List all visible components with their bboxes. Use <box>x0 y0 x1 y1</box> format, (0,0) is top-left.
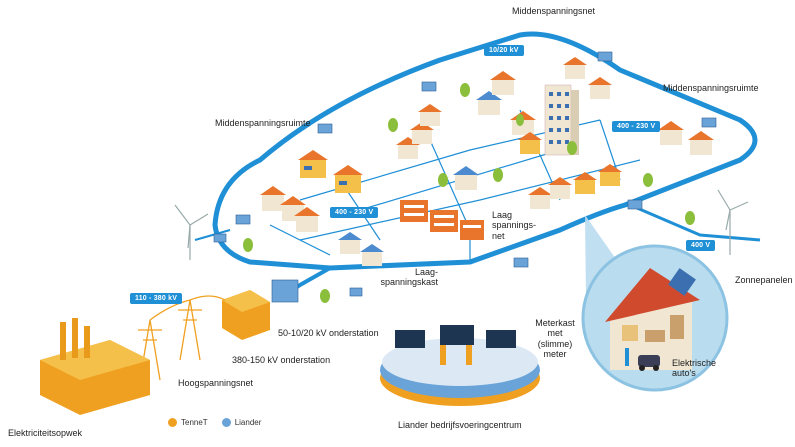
label-laagspanningsnet: Laag spannings- net <box>492 210 537 241</box>
badge-400-230v-right: 400 - 230 V <box>612 121 661 132</box>
legend-swatch-liander <box>221 418 231 427</box>
badge-400-230v-left: 400 - 230 V <box>330 207 379 218</box>
label-middenspanningsnet: Middenspanningsnet <box>512 6 596 16</box>
middenspanningsnet-ring <box>212 31 758 271</box>
control-centre <box>380 325 540 406</box>
label-middenspanningsruimte-right: Middenspanningsruimte <box>663 83 759 93</box>
house-detail-bubble <box>581 215 729 392</box>
legend-label-liander: Liander <box>234 418 262 427</box>
label-elektrische-autos: Elektrische auto's <box>672 358 717 379</box>
label-laagspanningskast: Laag- spanningskast <box>380 267 438 288</box>
label-middenspanningsruimte-left: Middenspanningsruimte <box>215 118 311 128</box>
legend: TenneT Liander <box>168 418 261 427</box>
power-plant <box>40 318 150 415</box>
label-elektriciteitsopwek: Elektriciteitsopwek <box>8 428 83 438</box>
badge-10-20kv: 10/20 kV <box>484 45 524 56</box>
wind-cable <box>194 229 231 241</box>
houses <box>260 57 714 266</box>
legend-item-liander: Liander <box>221 418 262 427</box>
label-bedrijfsvoeringcentrum: Liander bedrijfsvoeringcentrum <box>398 420 522 430</box>
legend-label-tennet: TenneT <box>181 418 208 427</box>
pylons <box>138 295 226 381</box>
legend-item-tennet: TenneT <box>168 418 208 427</box>
hv-substation <box>222 279 299 340</box>
label-onderstation-large: 380-150 kV onderstation <box>232 355 331 365</box>
badge-400v: 400 V <box>686 240 716 251</box>
edge-cable <box>629 203 761 242</box>
badge-110-380kv: 110 - 380 kV <box>130 293 183 304</box>
trees <box>243 83 695 303</box>
label-meterkast: Meterkast met (slimme) meter <box>535 318 575 360</box>
legend-swatch-tennet <box>168 418 177 427</box>
office-blocks <box>400 200 484 240</box>
apartment-tower <box>544 84 579 156</box>
mv-cabinets <box>213 51 717 297</box>
label-hoogspanningsnet: Hoogspanningsnet <box>178 378 254 388</box>
wind-turbines <box>174 189 749 260</box>
label-onderstation-small: 50-10/20 kV onderstation <box>278 328 379 338</box>
label-zonnepanelen: Zonnepanelen <box>735 275 793 285</box>
